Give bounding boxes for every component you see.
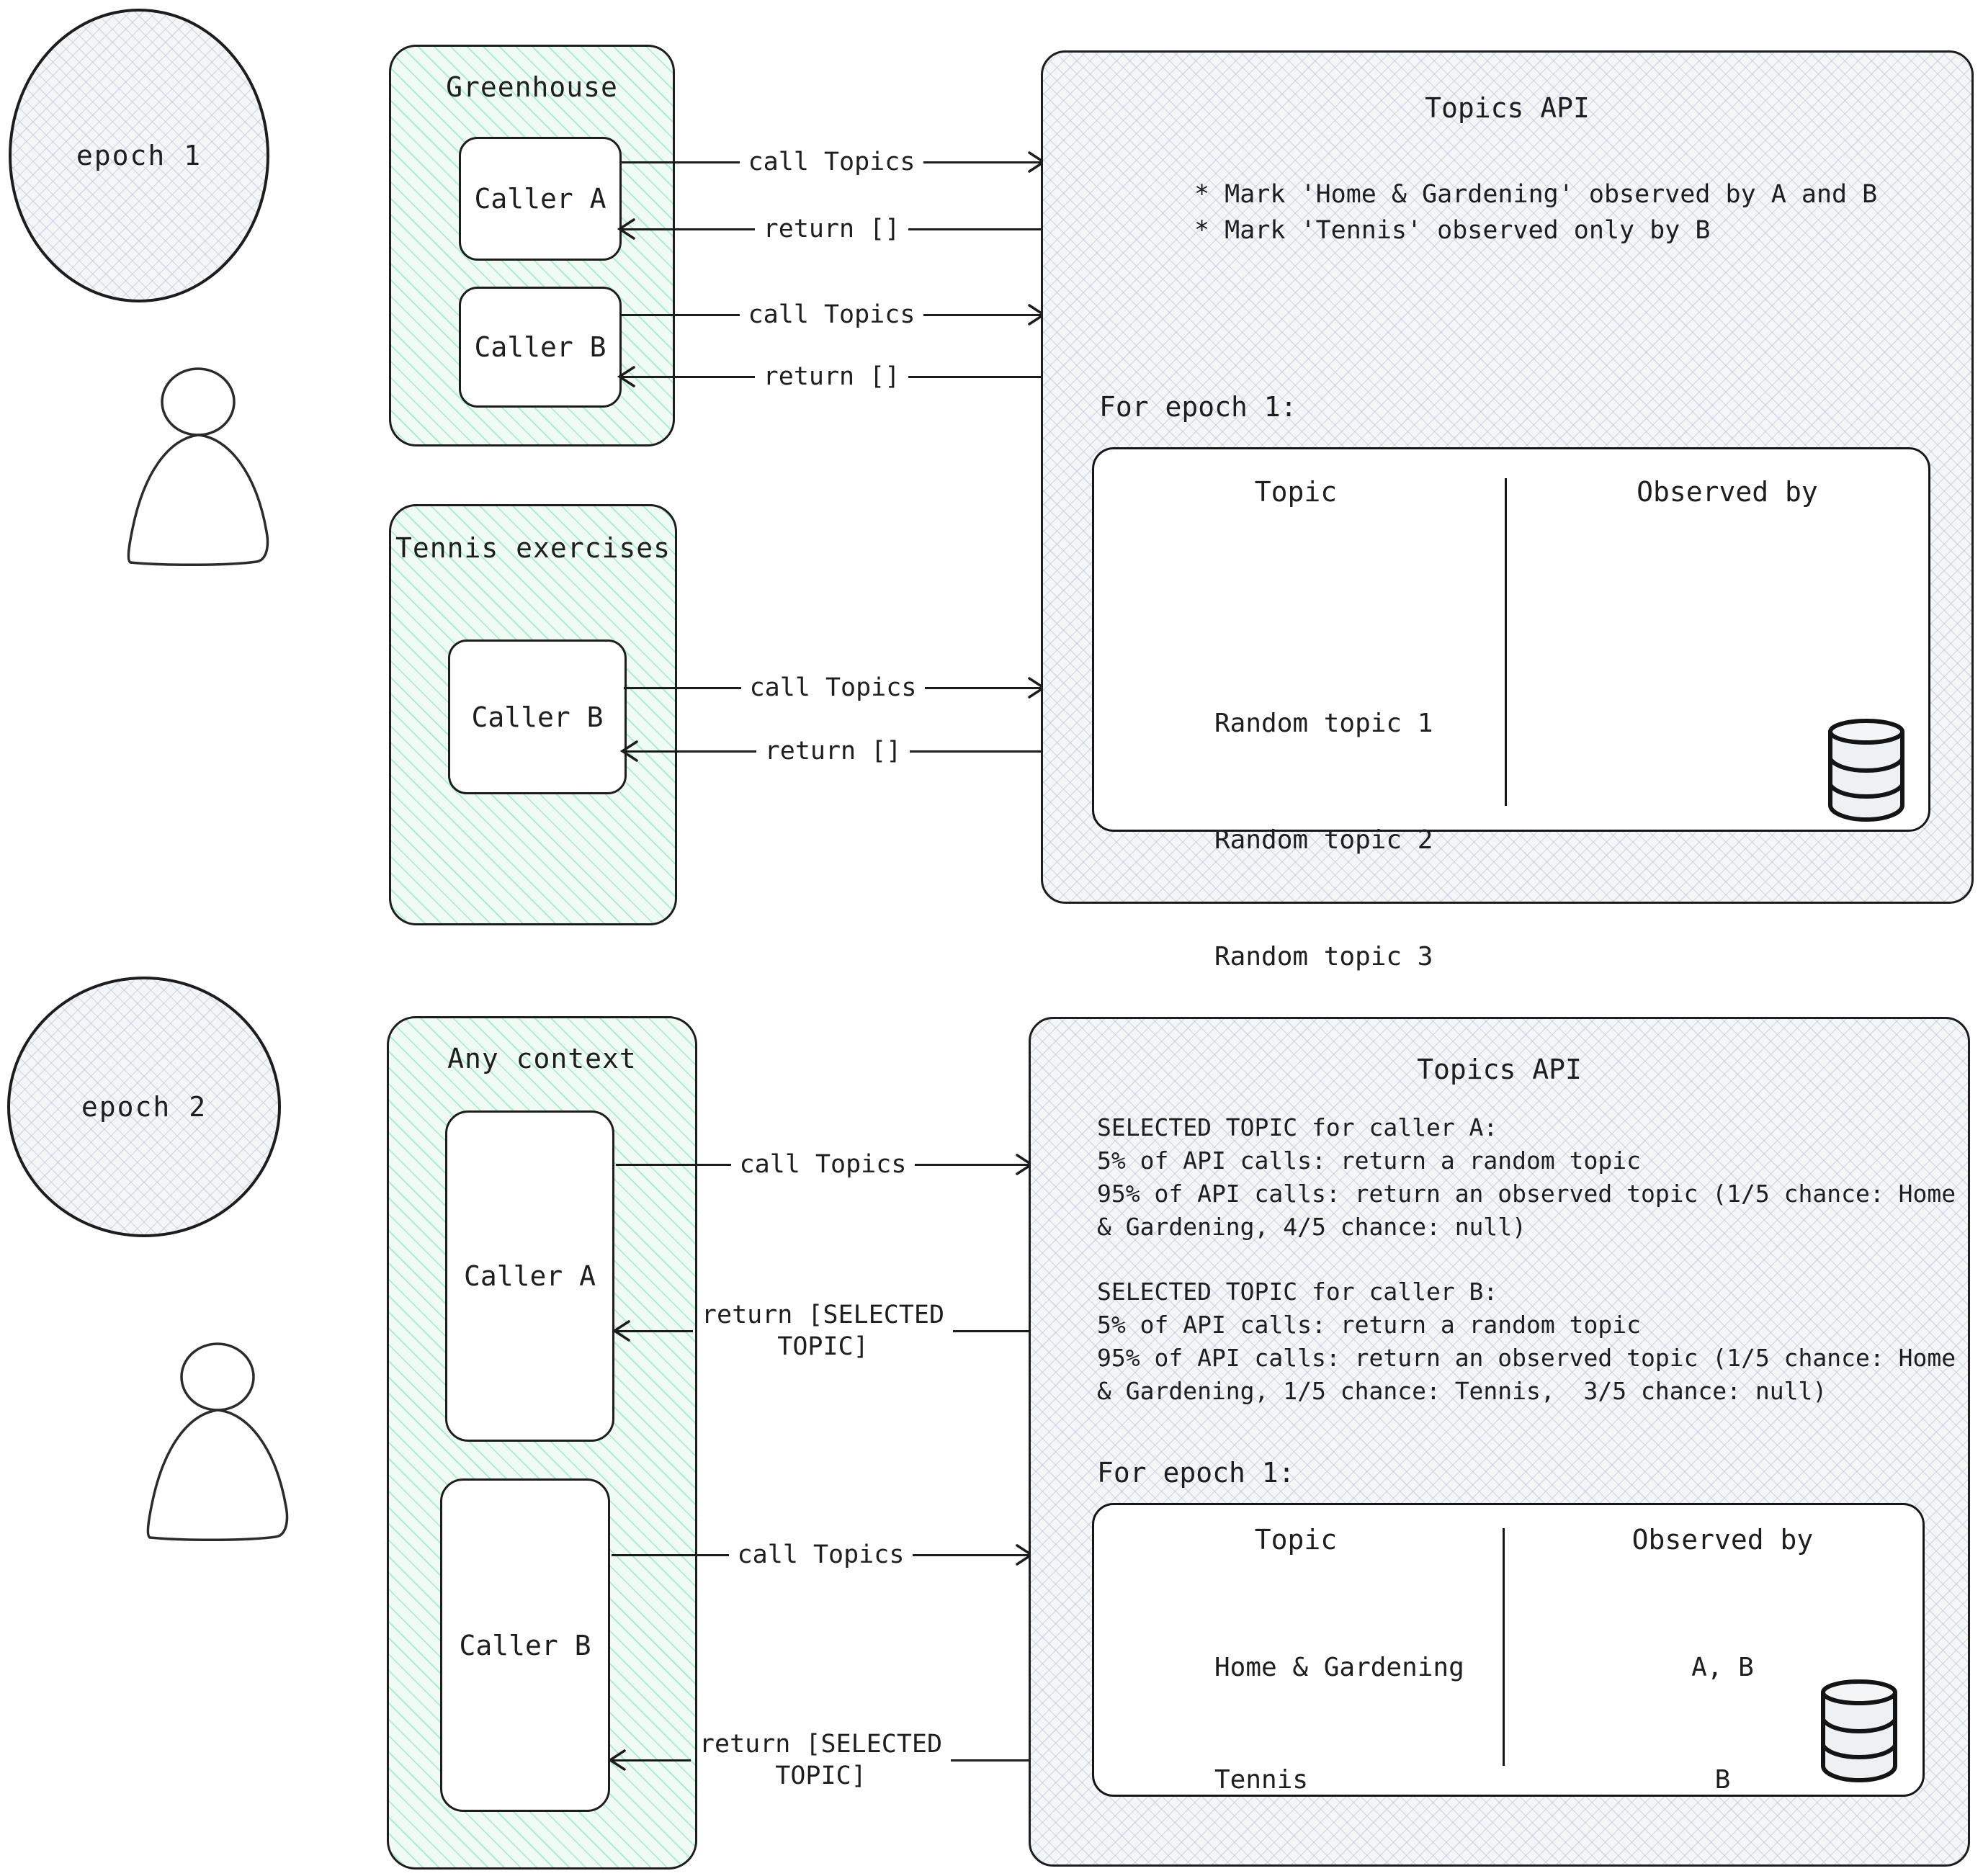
tennis-title: Tennis exercises — [395, 532, 671, 564]
arrow-call-topics-caller-b: call Topics — [621, 271, 1046, 358]
table-row: Home & Gardening — [1214, 1653, 1464, 1682]
arrowhead-left-icon — [617, 218, 635, 240]
arrowhead-left-icon — [608, 1749, 626, 1771]
table-column-divider — [1503, 1528, 1505, 1766]
arrow-label: call Topics — [737, 1540, 905, 1569]
arrow-label: return [] — [764, 737, 902, 766]
arrow-label: call Topics — [739, 1150, 907, 1179]
arrow-call-topics-caller-b-epoch2: call Topics — [612, 1512, 1034, 1598]
table-row — [1526, 938, 1928, 977]
api-mark-bullets: * Mark 'Home & Gardening' observed by A … — [1194, 180, 1878, 245]
column-header-topic: Topic — [1254, 1524, 1338, 1556]
caller-b-box-tennis: Caller B — [448, 639, 627, 794]
arrow-line-segment — [923, 313, 1043, 316]
greenhouse-title: Greenhouse — [446, 71, 618, 103]
arrow-call-topics-caller-a-epoch2: call Topics — [616, 1121, 1034, 1208]
column-header-observed-by: Observed by — [1631, 1524, 1814, 1556]
arrow-line-segment — [951, 1759, 1030, 1761]
table-row: Tennis — [1214, 1765, 1309, 1795]
caller-b-label: Caller B — [471, 701, 604, 733]
table-row: Random topic 1 — [1214, 709, 1433, 738]
arrowhead-left-icon — [612, 1320, 630, 1342]
arrow-label: call Topics — [748, 148, 916, 176]
person-icon — [121, 364, 284, 572]
arrow-line-segment — [624, 750, 756, 753]
table-row: A, B — [1691, 1653, 1754, 1682]
arrow-return-selected-caller-b: return [SELECTED TOPIC] — [608, 1717, 1030, 1803]
table-row: B — [1714, 1765, 1731, 1795]
table-row: Random topic 3 — [1214, 942, 1433, 971]
database-icon — [1814, 1675, 1904, 1785]
arrow-label: return [] — [763, 215, 900, 243]
caller-a-label: Caller A — [474, 183, 606, 215]
arrow-line-segment — [925, 686, 1043, 689]
arrow-line-segment — [908, 375, 1042, 378]
topics-api-title: Topics API — [1417, 1054, 1582, 1085]
topics-api-title: Topics API — [1425, 92, 1590, 124]
arrow-line-segment — [621, 161, 740, 163]
selected-topic-caller-b-text: SELECTED TOPIC for caller B: 5% of API c… — [1097, 1278, 1956, 1405]
epoch-1-label: epoch 1 — [76, 140, 202, 171]
arrow-line-segment — [910, 750, 1042, 753]
arrow-line-segment — [621, 228, 755, 230]
arrow-line-segment — [616, 1163, 731, 1166]
arrow-return-empty-tennis-b: return [] — [620, 708, 1042, 794]
observed-rows: A, B B — [1523, 1574, 1922, 1876]
arrow-line-segment — [908, 228, 1042, 230]
arrow-label: call Topics — [748, 300, 916, 329]
epoch-2-label: epoch 2 — [81, 1091, 207, 1123]
caller-a-label: Caller A — [463, 1260, 596, 1292]
arrow-return-empty-caller-a: return [] — [617, 186, 1042, 272]
arrow-line-segment — [612, 1553, 729, 1556]
topics-api-box-epoch1: Topics API * Mark 'Home & Gardening' obs… — [1041, 50, 1974, 1205]
arrow-line-segment — [953, 1329, 1030, 1332]
caller-a-box-any-context: Caller A — [445, 1110, 614, 1442]
arrow-line-segment — [616, 1329, 693, 1332]
any-context-title: Any context — [447, 1043, 637, 1074]
caller-a-box-greenhouse: Caller A — [459, 137, 622, 261]
caller-b-box-any-context: Caller B — [440, 1478, 610, 1812]
arrow-return-empty-caller-b: return [] — [617, 333, 1042, 420]
for-epoch-heading: For epoch 1: — [1099, 391, 1297, 423]
epoch-1-circle: epoch 1 — [9, 9, 269, 302]
topics-table-epoch1: Topic Observed by Random topic 1 Random … — [1092, 447, 1930, 1205]
arrow-line-segment — [621, 313, 740, 316]
arrow-line-segment — [915, 1163, 1031, 1166]
table-row — [1526, 821, 1928, 860]
caller-b-label: Caller B — [459, 1629, 591, 1661]
arrow-label: return [SELECTED TOPIC] — [701, 1301, 945, 1361]
arrow-line-segment — [612, 1759, 691, 1761]
selected-topic-caller-a-text: SELECTED TOPIC for caller A: 5% of API c… — [1097, 1113, 1956, 1241]
arrow-line-segment — [624, 686, 741, 689]
arrow-label: return [SELECTED TOPIC] — [699, 1730, 943, 1790]
caller-b-label: Caller B — [474, 331, 606, 363]
for-epoch-heading: For epoch 1: — [1097, 1457, 1295, 1489]
arrow-line-segment — [913, 1553, 1031, 1556]
arrow-call-topics-tennis-b: call Topics — [624, 645, 1046, 731]
topics-api-box-epoch2: Topics API SELECTED TOPIC for caller A: … — [1029, 1017, 1970, 1867]
caller-b-box-greenhouse: Caller B — [459, 287, 622, 408]
epoch-2-circle: epoch 2 — [7, 977, 281, 1237]
person-icon — [140, 1339, 303, 1547]
column-header-topic: Topic — [1254, 476, 1338, 508]
table-column-divider — [1505, 478, 1507, 806]
arrowhead-left-icon — [620, 740, 638, 762]
arrowhead-left-icon — [617, 366, 635, 387]
arrow-line-segment — [621, 375, 755, 378]
column-header-observed-by: Observed by — [1637, 476, 1818, 508]
database-icon — [1822, 714, 1911, 824]
topics-table-epoch2: Topic Observed by Home & Gardening Tenni… — [1092, 1503, 1925, 1797]
table-row: Random topic 2 — [1214, 825, 1433, 855]
arrow-label: call Topics — [749, 673, 917, 702]
arrow-return-selected-caller-a: return [SELECTED TOPIC] — [612, 1288, 1030, 1374]
arrow-call-topics-caller-a: call Topics — [621, 119, 1046, 205]
arrow-line-segment — [923, 161, 1043, 163]
topic-rows: Home & Gardening Tennis Random topic 1 R… — [1214, 1574, 1503, 1876]
arrow-label: return [] — [763, 362, 900, 391]
